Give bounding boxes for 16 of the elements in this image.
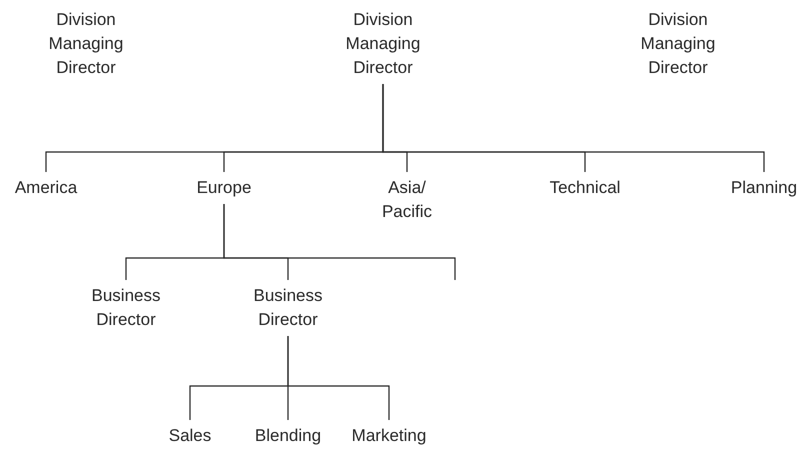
connector-line <box>382 84 765 172</box>
node-label: Division Managing Director <box>344 9 422 79</box>
node-label: Division Managing Director <box>48 9 124 79</box>
connector-line <box>223 204 456 280</box>
node-label: Blending <box>254 425 322 447</box>
node-label: Division Managing Director <box>640 9 716 79</box>
node-label: Asia/ Pacific <box>380 177 434 223</box>
node-label: Business Director <box>252 285 324 331</box>
node-label: Europe <box>196 177 252 199</box>
node-label: Marketing <box>352 425 426 447</box>
node-label: Business Director <box>90 285 162 331</box>
node-label: Planning <box>730 177 798 199</box>
connector-line <box>287 336 390 420</box>
node-label: America <box>14 177 78 199</box>
node-label: Technical <box>550 177 620 199</box>
node-label: Sales <box>168 425 212 447</box>
